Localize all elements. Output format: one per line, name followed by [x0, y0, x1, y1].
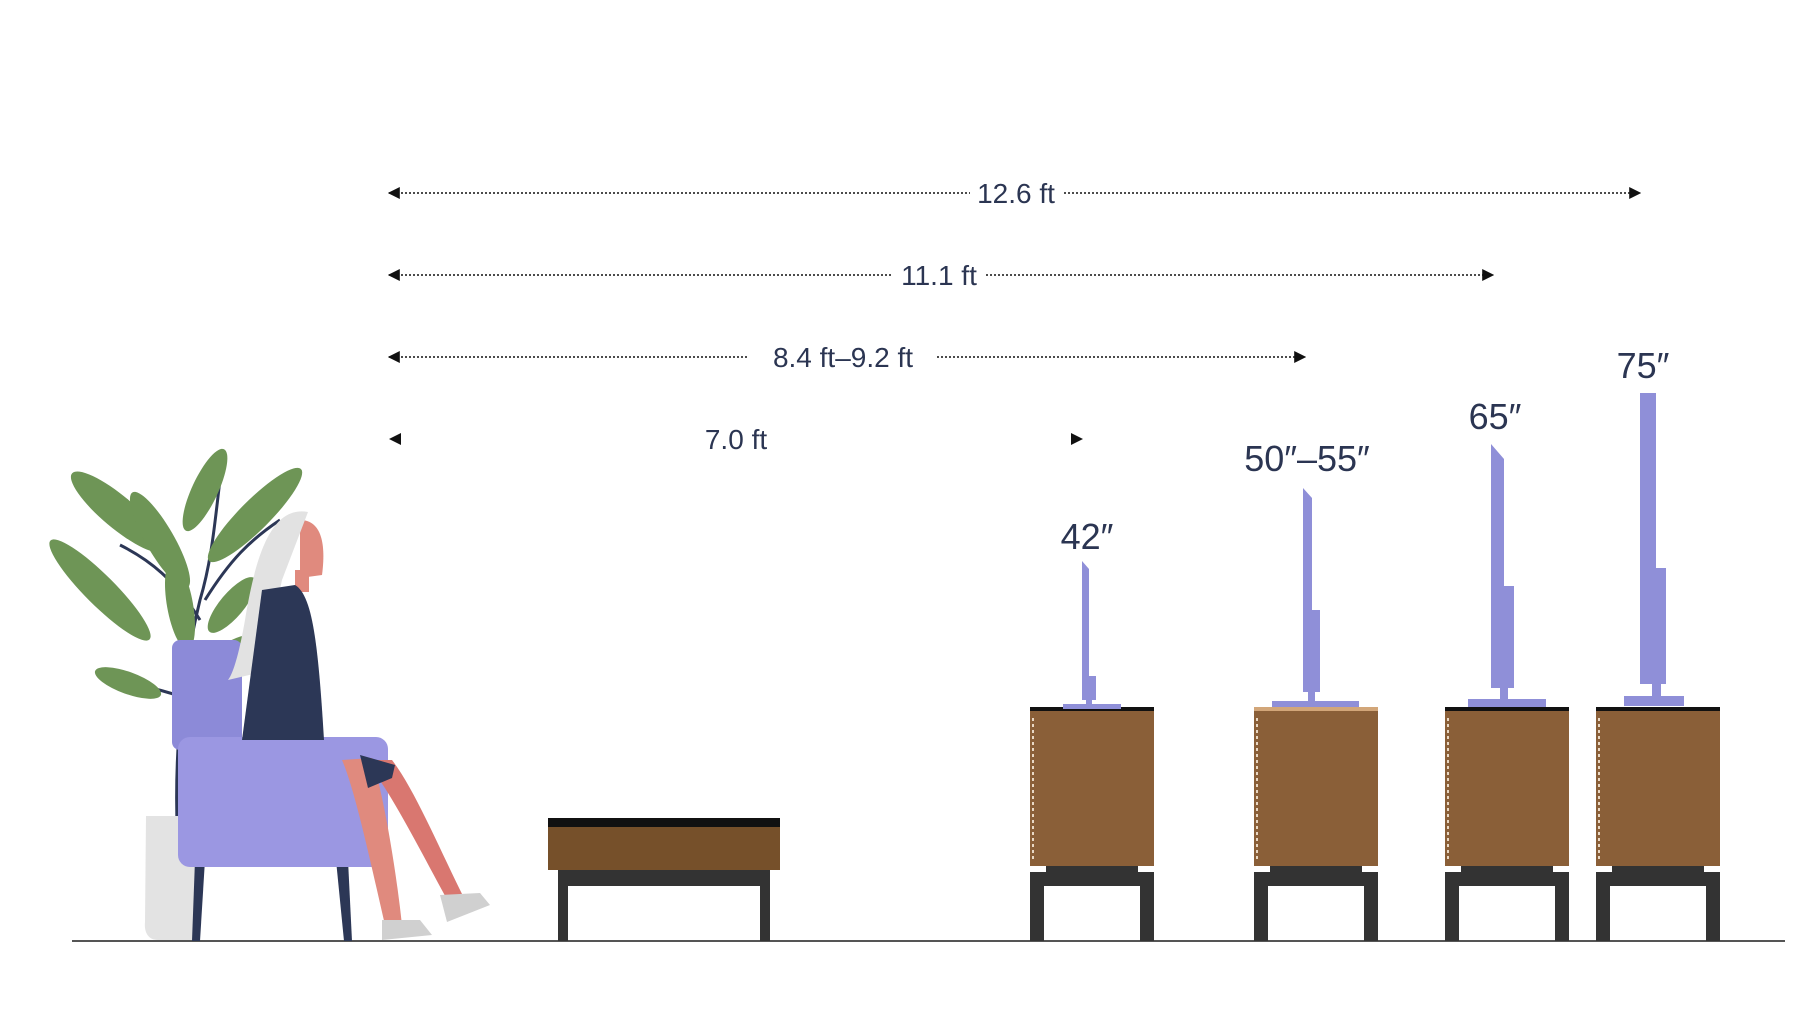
distance-label: 12.6 ft: [977, 178, 1055, 209]
distance-line-7-0: 7.0 ft: [389, 424, 1083, 455]
person-icon: [228, 511, 490, 940]
distance-line-8-4-9-2: 8.4 ft–9.2 ft: [387, 342, 1307, 373]
coffee-table-icon: [548, 818, 780, 941]
tv-size-label: 75″: [1617, 345, 1670, 386]
distance-line-12-6: 12.6 ft: [387, 178, 1642, 209]
tv-unit-50-55: [1254, 488, 1378, 941]
tv-size-label: 65″: [1469, 396, 1522, 437]
tv-icon: [1082, 561, 1096, 700]
distance-label: 8.4 ft–9.2 ft: [773, 342, 913, 373]
tv-unit-65: [1445, 444, 1569, 941]
tv-icon: [1640, 393, 1666, 684]
tv-unit-75: [1596, 393, 1720, 941]
armchair-icon: [172, 640, 388, 941]
distance-line-11-1: 11.1 ft: [387, 260, 1495, 291]
distance-label: 7.0 ft: [705, 424, 767, 455]
distance-label: 11.1 ft: [901, 260, 977, 291]
tv-size-label: 50″–55″: [1244, 438, 1370, 479]
tv-size-label: 42″: [1061, 516, 1114, 557]
tv-unit-42: [1030, 561, 1154, 941]
tv-icon: [1491, 444, 1514, 688]
tv-icon: [1303, 488, 1320, 692]
